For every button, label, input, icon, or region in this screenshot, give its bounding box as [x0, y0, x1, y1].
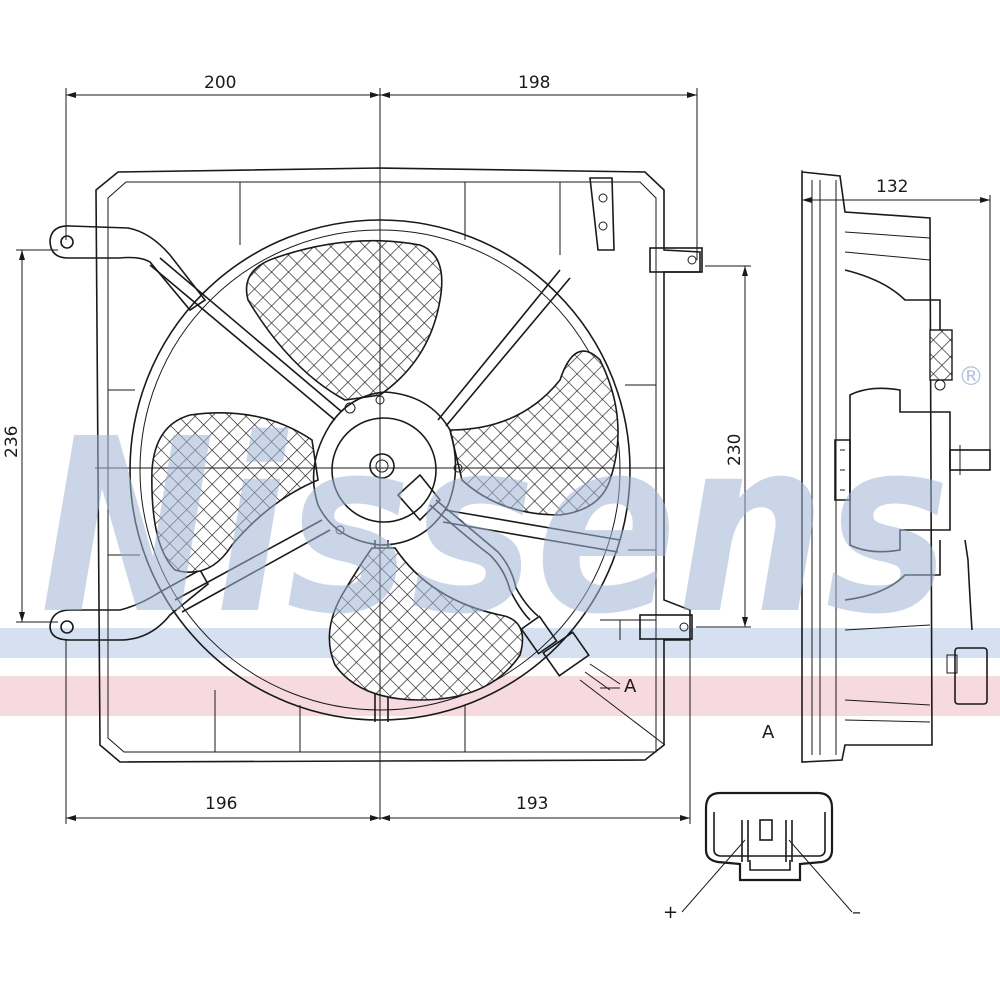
dim-left-height: 236	[2, 426, 22, 458]
left-top-mount	[49, 225, 207, 312]
plus-leader	[681, 839, 746, 913]
minus-label: –	[852, 902, 861, 923]
dimension-right-height: 230	[696, 265, 751, 628]
blade-top	[245, 239, 443, 401]
dim-top-left: 200	[204, 73, 236, 93]
top-connector-clip	[589, 177, 615, 251]
terminal-minus	[785, 820, 793, 862]
detail-title: A	[762, 722, 775, 743]
dimension-left-height: 236	[2, 249, 58, 623]
dim-bottom-left: 196	[205, 794, 237, 814]
dim-top-right: 198	[518, 73, 550, 93]
motor-wiring	[429, 499, 666, 746]
blade-left	[151, 412, 319, 574]
fan-hub	[312, 391, 463, 546]
dimension-top: 200 198	[65, 73, 698, 260]
front-view	[49, 90, 703, 820]
terminal-plus	[741, 820, 749, 862]
watermark-brand: Nissens	[40, 387, 950, 667]
side-shroud-bell-lower	[844, 540, 941, 601]
shroud-outline	[95, 167, 701, 763]
left-bottom-mount-hole	[60, 620, 74, 634]
side-motor-shaft	[949, 449, 991, 471]
side-shroud-outline	[801, 171, 933, 763]
right-top-tab	[649, 247, 703, 273]
watermark-registered-mark: ®	[958, 362, 984, 392]
blade-bottom	[328, 547, 524, 701]
side-mesh-sleeve	[929, 329, 953, 381]
side-motor-housing	[849, 387, 951, 553]
fan-blades	[151, 239, 619, 701]
shroud-inner-frame	[107, 181, 657, 753]
side-connector	[954, 647, 988, 705]
dim-side-depth: 132	[876, 177, 908, 197]
minus-leader	[788, 839, 853, 913]
left-bottom-mount	[49, 568, 210, 641]
dim-bottom-right: 193	[516, 794, 548, 814]
side-wire	[964, 539, 973, 631]
detail-marker: A	[600, 676, 637, 697]
connector-body	[704, 791, 834, 882]
detail-marker-label: A	[624, 676, 637, 697]
blade-right	[448, 350, 619, 516]
dim-right-height: 230	[725, 434, 745, 466]
connector-detail: + –	[663, 791, 861, 923]
centre-lines	[95, 90, 665, 820]
frame-ribs	[108, 182, 656, 752]
side-view: 132	[801, 170, 991, 763]
dimension-bottom: 196 193	[65, 640, 691, 824]
plus-label: +	[663, 902, 678, 923]
watermark-logo: Nissens ®	[40, 362, 984, 667]
side-shroud-bell-upper	[844, 269, 941, 345]
left-top-mount-hole	[60, 235, 74, 249]
